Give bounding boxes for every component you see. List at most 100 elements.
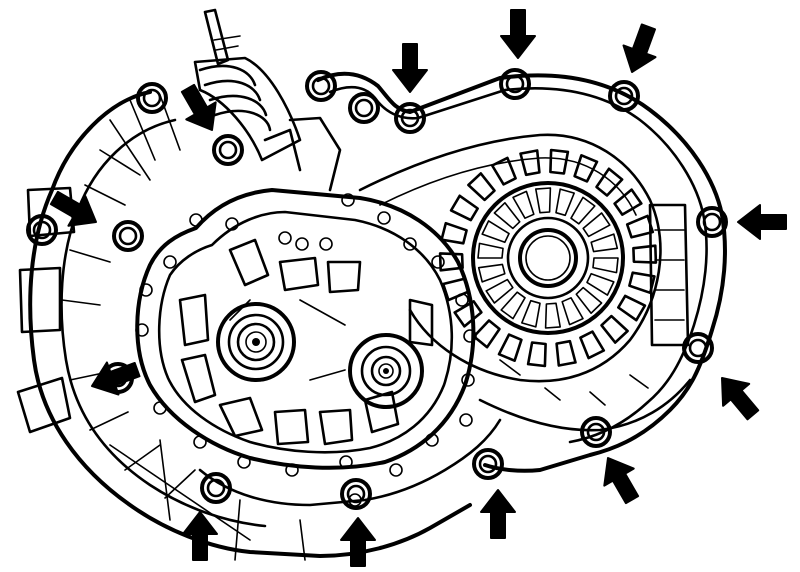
case-outer-rib	[526, 341, 547, 368]
bolt-hole-bore	[32, 220, 52, 240]
cover-plate-hole	[225, 217, 239, 231]
input-shaft-center	[252, 338, 260, 346]
output-bearing-race	[506, 216, 590, 300]
output-bearing-bore	[518, 228, 578, 288]
cover-plate-hole	[189, 213, 203, 227]
output-ring-rib	[586, 272, 615, 296]
output-ring-rib	[544, 302, 561, 329]
intermediate-seal-outer	[348, 333, 424, 409]
output-bearing-bore-inner	[525, 235, 571, 281]
output-ring-rib	[570, 196, 596, 225]
bolt-arrow	[91, 361, 141, 396]
bolt-hole-bore	[505, 74, 525, 94]
bolt-hole-bore	[400, 108, 420, 128]
cover-plate-hole	[339, 455, 353, 469]
bell-housing-outline	[28, 90, 472, 558]
bolt-hole	[682, 332, 714, 364]
cover-plate-hole	[463, 329, 477, 343]
case-outer-rib	[625, 214, 655, 239]
case-outer-rib	[438, 252, 464, 272]
bolt-hole	[112, 220, 144, 252]
intermediate-shaft-center	[383, 368, 389, 374]
bolt-hole	[472, 448, 504, 480]
input-seal-outer	[216, 302, 296, 382]
output-ring-rib	[500, 291, 526, 320]
bell-housing-lower-boss	[16, 376, 72, 434]
case-outer-rib	[453, 300, 483, 328]
bolt-hole-bore	[206, 478, 226, 498]
cover-plate-hole	[459, 413, 473, 427]
cover-plate-hole	[431, 255, 445, 269]
bolt-arrow	[182, 511, 218, 561]
cover-plate-hole	[461, 373, 475, 387]
bolt-hole	[348, 92, 380, 124]
output-ring-rib	[582, 212, 611, 238]
bolt-hole-bore	[142, 88, 162, 108]
bell-housing-rib-2	[69, 371, 196, 499]
cover-plate-hole	[135, 323, 149, 337]
bolt-arrow	[180, 83, 217, 131]
output-ring-rib	[521, 299, 541, 328]
cover-plate-inner-flange	[157, 210, 454, 454]
output-ring-rib	[512, 190, 535, 219]
case-outer-rib	[440, 221, 468, 245]
output-ring-rib	[590, 233, 619, 253]
output-ring-rib	[555, 188, 575, 217]
lower-case-ribs	[109, 439, 306, 561]
bolt-location-arrows	[49, 9, 787, 567]
cover-plate-hole	[425, 433, 439, 447]
intermediate-seal-ring-1	[360, 345, 412, 397]
bolt-hole-bore	[688, 338, 708, 358]
cover-plate-hole	[455, 293, 469, 307]
output-ring-rib	[481, 220, 510, 244]
cover-plate-hole	[295, 237, 309, 251]
bolt-hole	[696, 206, 728, 238]
input-seal-ring-1	[227, 313, 285, 371]
cover-plate-hole	[377, 211, 391, 225]
case-outer-rib	[617, 294, 647, 322]
cover-plate-hole	[389, 463, 403, 477]
bolt-hole-bore	[218, 140, 238, 160]
bolt-hole	[580, 416, 612, 448]
bolt-hole-bore	[346, 484, 366, 504]
bolt-arrow	[392, 43, 428, 93]
lower-case-edge	[198, 418, 502, 507]
cover-plate-pocket-side	[178, 293, 434, 404]
shift-shaft-pin	[213, 35, 241, 51]
case-flange-outline	[328, 85, 708, 444]
bolt-hole	[200, 472, 232, 504]
rear-case-pockets	[499, 359, 649, 406]
intermediate-seal-ring-3	[378, 363, 394, 379]
bolt-hole	[608, 80, 640, 112]
bolt-arrow	[340, 517, 376, 567]
cover-plate-hole	[278, 231, 292, 245]
bolt-arrow	[737, 204, 787, 240]
cover-plate-pocket-bottom	[218, 390, 400, 446]
bell-housing-inner-rim	[60, 118, 267, 528]
bolt-hole	[394, 102, 426, 134]
input-seal-ring-2	[236, 322, 276, 362]
output-ring-rib	[485, 278, 514, 304]
bolt-arrow	[622, 23, 657, 73]
intermediate-shaft-seal	[348, 333, 424, 409]
intermediate-seal-ring-2	[370, 355, 402, 387]
bolt-hole-bore	[478, 454, 498, 474]
bolt-hole	[26, 214, 58, 246]
bolt-hole-bore	[311, 76, 331, 96]
cover-plate-hole	[285, 463, 299, 477]
cover-plate-hole	[163, 255, 177, 269]
bolt-arrow	[49, 190, 97, 227]
lower-case-detail	[109, 116, 692, 561]
case-outer-rib	[497, 333, 523, 362]
bolt-arrow	[721, 377, 760, 421]
cover-plate-hole	[403, 237, 417, 251]
case-outer-rib	[613, 188, 643, 216]
output-ring-rib	[575, 286, 603, 314]
cover-plate-hole	[139, 283, 153, 297]
bolt-hole-bore	[118, 226, 138, 246]
case-outer-rib	[519, 149, 541, 177]
output-ribbed-ring	[438, 148, 658, 368]
